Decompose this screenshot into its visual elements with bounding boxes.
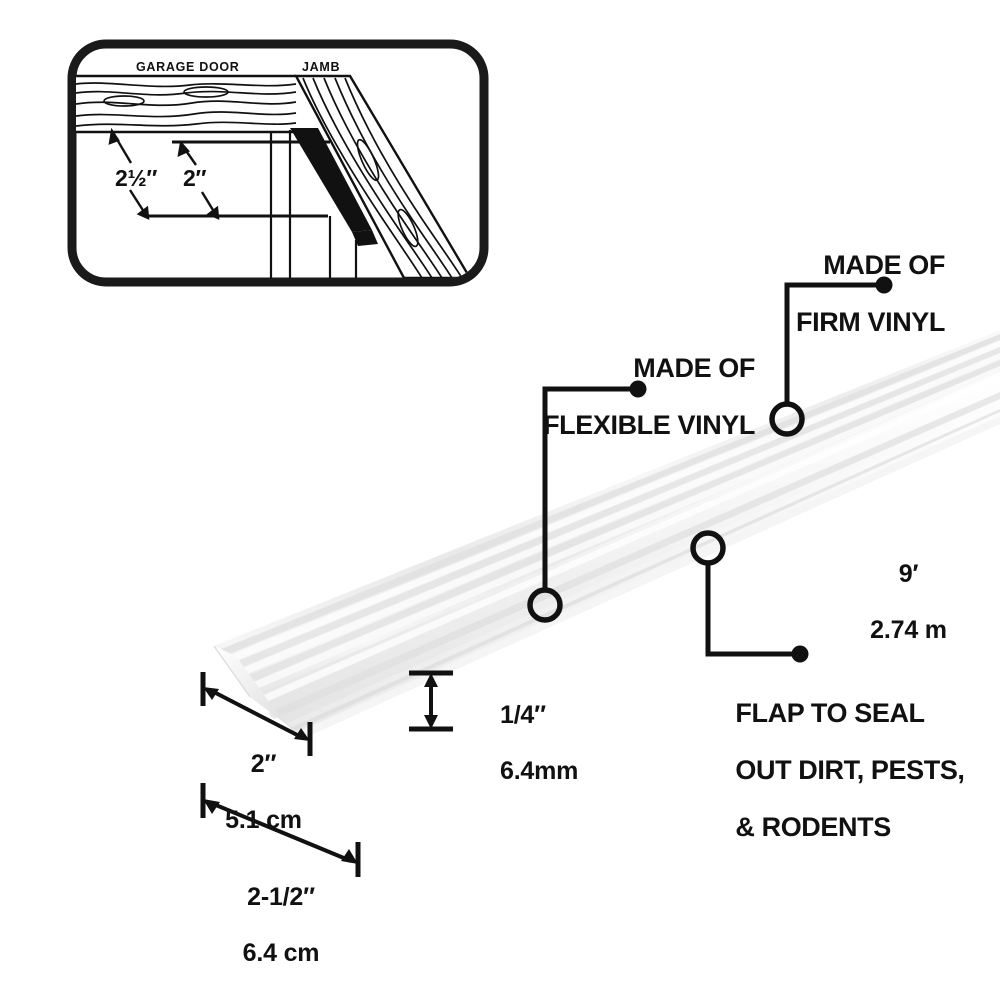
product-top-face	[214, 330, 1000, 697]
inset-seal-wedge	[290, 128, 378, 246]
dimension-top-width-metric: 5.1 cm	[225, 806, 302, 834]
inset-label-jamb: JAMB	[302, 60, 341, 74]
length-label: 9′ 2.74 m	[800, 532, 990, 672]
leader-flap-seal	[690, 530, 809, 663]
dimension-height-label: 1/4″ 6.4mm	[473, 673, 653, 813]
callout-flap-seal: FLAP TO SEAL OUT DIRT, PESTS, & RODENTS	[707, 670, 997, 870]
callout-firm-vinyl-line2: FIRM VINYL	[796, 306, 945, 337]
product-left-end-cap	[213, 645, 296, 733]
callout-flexible-vinyl: MADE OF FLEXIBLE VINYL	[400, 325, 755, 468]
inset-dimension-outer: 2½″	[115, 165, 158, 191]
leader-flexible-vinyl	[527, 380, 647, 623]
inset-dimension-inner: 2″	[183, 165, 207, 191]
callout-flexible-vinyl-line2: FLEXIBLE VINYL	[543, 409, 755, 440]
dimension-height	[409, 670, 453, 732]
dimension-top-width	[200, 672, 313, 756]
dimension-base-width-label: 2-1/2″ 6.4 cm	[175, 855, 360, 995]
callout-firm-vinyl: MADE OF FIRM VINYL	[640, 222, 945, 365]
product-front-bulb	[250, 372, 1000, 724]
inset-garage-door-board	[76, 74, 297, 134]
length-label-metric: 2.74 m	[870, 616, 947, 644]
length-label-imperial: 9′	[898, 560, 919, 588]
dimension-height-imperial: 1/4″	[499, 701, 546, 729]
leader-firm-vinyl	[769, 276, 893, 437]
product-flap-lip	[286, 404, 1000, 733]
callout-flap-seal-line3: & RODENTS	[735, 812, 891, 843]
inset-jamb-board	[293, 74, 473, 278]
dimension-height-metric: 6.4mm	[499, 757, 579, 785]
callout-flap-seal-line1: FLAP TO SEAL	[735, 697, 925, 728]
dimension-top-width-label: 2″ 5.1 cm	[190, 722, 310, 862]
callout-flap-seal-line2: OUT DIRT, PESTS,	[735, 754, 965, 785]
callout-flexible-vinyl-line1: MADE OF	[633, 352, 755, 383]
dimension-top-width-imperial: 2″	[250, 750, 277, 778]
dimension-base-width	[200, 783, 361, 877]
dimension-base-width-metric: 6.4 cm	[242, 939, 320, 967]
inset-label-garage-door: GARAGE DOOR	[136, 60, 240, 74]
dimension-base-width-imperial: 2-1/2″	[247, 883, 315, 911]
inset-content	[76, 74, 473, 278]
callout-firm-vinyl-line1: MADE OF	[823, 249, 945, 280]
inset-measure-lines	[145, 130, 358, 278]
inset-dimension-arrows	[108, 127, 220, 220]
